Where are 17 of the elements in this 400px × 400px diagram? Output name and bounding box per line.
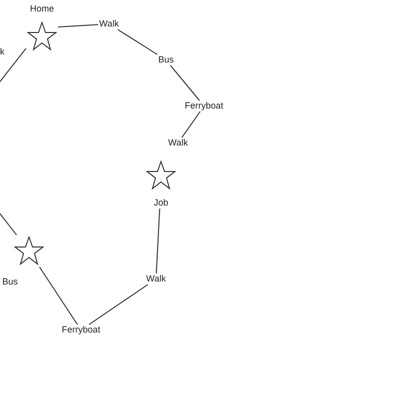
cut-off-label: k	[0, 48, 4, 56]
connector-line	[170, 65, 200, 101]
connector-line	[58, 24, 99, 28]
connector-line	[39, 266, 78, 325]
stop-label: Walk	[146, 274, 166, 284]
connector-line	[88, 284, 148, 325]
stop-label: Bus	[158, 56, 174, 64]
stop-label: Walk	[168, 138, 188, 148]
connector-line	[181, 111, 201, 138]
stop-label: Bus	[2, 278, 18, 286]
connector-line	[117, 29, 158, 55]
stop-label: Walk	[99, 20, 119, 28]
stop-label: Ferryboat	[184, 102, 224, 110]
connector-line	[156, 208, 160, 274]
stop-label: Home	[30, 4, 54, 14]
stop-label: Job	[154, 198, 168, 208]
stop-label: Ferryboat	[62, 326, 100, 334]
